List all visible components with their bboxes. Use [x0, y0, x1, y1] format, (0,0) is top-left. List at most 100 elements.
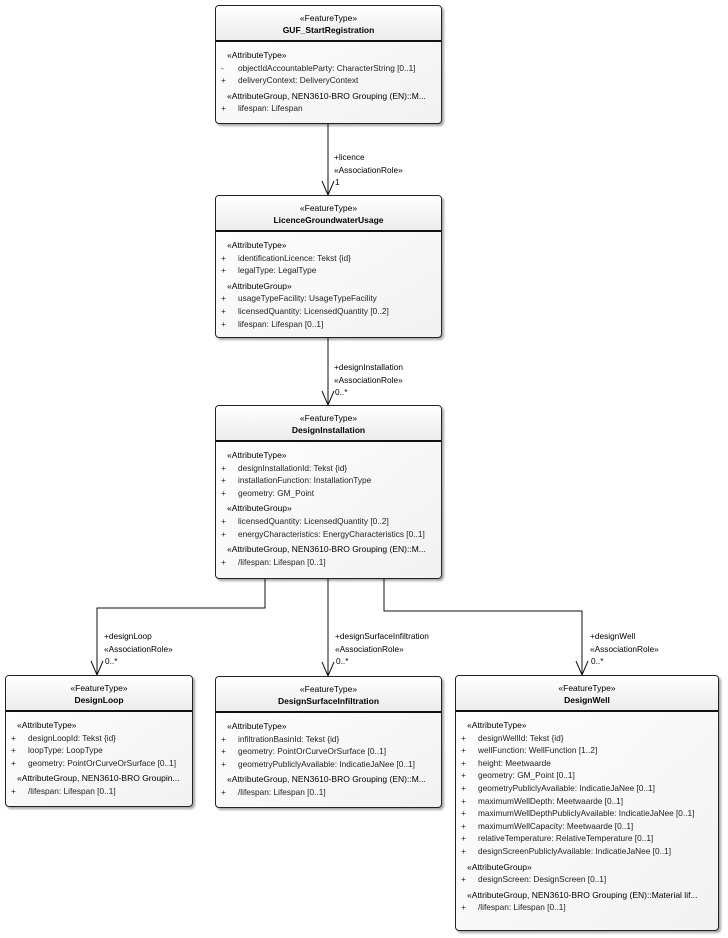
attribute-row[interactable]: + /lifespan: Lifespan [0..1]: [216, 786, 441, 799]
section-heading: «AttributeGroup»: [227, 280, 292, 291]
attribute-row[interactable]: +wellFunction: WellFunction [1..2]: [456, 744, 718, 757]
class-box-licencegroundwaterusage[interactable]: «FeatureType»LicenceGroundwaterUsage«Att…: [215, 195, 442, 338]
multiplicity-label: 0..*: [336, 656, 349, 667]
visibility-marker: +: [11, 785, 16, 796]
attribute-text: infiltrationBasinId: Tekst {id}: [238, 733, 340, 744]
visibility-marker: +: [221, 293, 226, 304]
visibility-marker: +: [461, 845, 466, 856]
visibility-marker: +: [221, 786, 226, 797]
attribute-row[interactable]: +/lifespan: Lifespan [0..1]: [216, 556, 441, 569]
attribute-text: designLoopId: Tekst {id}: [28, 732, 116, 743]
attribute-section: «AttributeType» -objectIdAccountableParty…: [216, 49, 441, 87]
attribute-row[interactable]: +designScreenPubliclyAvailable: Indicati…: [456, 845, 718, 858]
attribute-row[interactable]: +energyCharacteristics: EnergyCharacteri…: [216, 528, 441, 541]
section-heading: «AttributeGroup, NEN3610-BRO Grouping (E…: [467, 889, 698, 900]
attribute-row[interactable]: +geometry: GM_Point [0..1]: [456, 769, 718, 782]
association-line[interactable]: [383, 579, 583, 675]
attribute-text: geometry: PointOrCurveOrSurface [0..1]: [28, 757, 177, 768]
attribute-section: «AttributeGroup»+designScreen: DesignScr…: [456, 861, 718, 886]
attribute-row[interactable]: +identificationLicence: Tekst {id}: [216, 252, 441, 265]
visibility-marker: +: [11, 757, 16, 768]
attribute-row[interactable]: + /lifespan: Lifespan [0..1]: [6, 785, 192, 798]
attribute-text: relativeTemperature: RelativeTemperature…: [478, 833, 654, 844]
attribute-text: geometry: GM_Point [0..1]: [478, 770, 575, 781]
attribute-section: «AttributeGroup, NEN3610-BRO Grouping (E…: [216, 543, 441, 568]
association-line[interactable]: [96, 579, 266, 675]
attribute-row[interactable]: +lifespan: Lifespan [0..1]: [216, 318, 441, 331]
visibility-marker: +: [461, 874, 466, 885]
class-box-designloop[interactable]: «FeatureType»DesignLoop«AttributeType»+d…: [5, 675, 193, 807]
attribute-row[interactable]: +designWellId: Tekst {id}: [456, 732, 718, 745]
visibility-marker: +: [221, 758, 226, 769]
association-stereotype-label: «AssociationRole»: [590, 643, 659, 654]
attribute-text: deliveryContext: DeliveryContext: [238, 75, 359, 86]
attribute-text: maximumWellDepth: Meetwaarde [0..1]: [478, 795, 624, 806]
visibility-marker: +: [221, 265, 226, 276]
attribute-row[interactable]: +designScreen: DesignScreen [0..1]: [456, 873, 718, 886]
association-stereotype-label: «AssociationRole»: [335, 643, 404, 654]
association-stereotype-label: «AssociationRole»: [104, 643, 173, 654]
attribute-section: «AttributeType»+designLoopId: Tekst {id}…: [6, 719, 192, 769]
attribute-text: geometry: PointOrCurveOrSurface [0..1]: [238, 746, 387, 757]
visibility-marker: +: [221, 305, 226, 316]
attribute-row[interactable]: +legalType: LegalType: [216, 264, 441, 277]
attribute-row[interactable]: +maximumWellDepthPubliclyAvailable: Indi…: [456, 807, 718, 820]
attribute-row[interactable]: +geometryPubliclyAvailable: IndicatieJaN…: [456, 782, 718, 795]
attribute-section: «AttributeGroup»+usageTypeFacility: Usag…: [216, 280, 441, 330]
section-heading: «AttributeType»: [227, 240, 287, 250]
class-box-designsurfaceinfiltration[interactable]: «FeatureType»DesignSurfaceInfiltration«A…: [215, 676, 442, 808]
attribute-row[interactable]: +maximumWellCapacity: Meetwaarde [0..1]: [456, 820, 718, 833]
attribute-row[interactable]: +geometry: PointOrCurveOrSurface [0..1]: [216, 745, 441, 758]
attribute-row[interactable]: + licensedQuantity: LicensedQuantity [0..…: [216, 305, 441, 318]
attribute-row[interactable]: +height: Meetwaarde: [456, 757, 718, 770]
attribute-row[interactable]: +geometry: GM_Point: [216, 487, 441, 500]
attribute-row[interactable]: +designInstallationId: Tekst {id}: [216, 462, 441, 475]
attribute-row[interactable]: +maximumWellDepth: Meetwaarde [0..1]: [456, 795, 718, 808]
attribute-row[interactable]: + infiltrationBasinId: Tekst {id}: [216, 733, 441, 746]
attribute-text: lifespan: Lifespan: [238, 103, 303, 114]
attribute-text: geometryPubliclyAvailable: IndicatieJaNe…: [238, 758, 415, 769]
multiplicity-label: 0..*: [335, 387, 348, 398]
attribute-row[interactable]: +installationFunction: InstallationType: [216, 474, 441, 487]
class-box-designwell[interactable]: «FeatureType»DesignWell«AttributeType»+d…: [455, 675, 719, 931]
section-heading: «AttributeGroup»: [227, 503, 292, 514]
attribute-text: /lifespan: Lifespan [0..1]: [28, 785, 116, 796]
association-role-label: +designInstallation: [334, 362, 403, 372]
attribute-row[interactable]: +licensedQuantity: LicensedQuantity [0..…: [216, 515, 441, 528]
class-name: DesignLoop: [74, 695, 124, 705]
class-stereotype: «FeatureType»: [299, 203, 358, 213]
attribute-section: «AttributeType» +designInstallationId: Te…: [216, 449, 441, 499]
attribute-text: loopType: LoopType: [28, 745, 103, 756]
visibility-marker: +: [221, 462, 226, 473]
visibility-marker: +: [221, 733, 226, 744]
section-heading: «AttributeType»: [227, 50, 287, 60]
attribute-row[interactable]: + deliveryContext: DeliveryContext: [216, 74, 441, 87]
attribute-row[interactable]: +usageTypeFacility: UsageTypeFacility: [216, 292, 441, 305]
class-box-designinstallation[interactable]: «FeatureType»DesignInstallation«Attribut…: [215, 405, 442, 579]
class-attributes: «AttributeType» +designInstallationId: Te…: [216, 442, 441, 568]
attribute-row[interactable]: + geometry: PointOrCurveOrSurface [0..1]: [6, 757, 192, 770]
visibility-marker: +: [221, 103, 226, 114]
attribute-text: /lifespan: Lifespan [0..1]: [238, 556, 326, 567]
class-header: «FeatureType»DesignWell: [456, 676, 718, 712]
attribute-section: «AttributeGroup, NEN3610-BRO Grouping (E…: [456, 889, 718, 914]
attribute-row[interactable]: -objectIdAccountableParty: CharacterStri…: [216, 62, 441, 75]
attribute-row[interactable]: + lifespan: Lifespan: [216, 102, 441, 115]
attribute-text: /lifespan: Lifespan [0..1]: [238, 786, 326, 797]
visibility-marker: +: [221, 318, 226, 329]
attribute-row[interactable]: +/lifespan: Lifespan [0..1]: [456, 901, 718, 914]
class-stereotype: «FeatureType»: [70, 683, 128, 693]
attribute-row[interactable]: +relativeTemperature: RelativeTemperatur…: [456, 832, 718, 845]
attribute-row[interactable]: + geometryPubliclyAvailable: IndicatieJaN…: [216, 758, 441, 771]
class-box-guf_startregistration[interactable]: «FeatureType»GUF_StartRegistration«Attri…: [215, 5, 442, 124]
visibility-marker: +: [221, 75, 226, 86]
section-heading: «AttributeGroup, NEN3610-BRO Grouping (E…: [227, 544, 426, 555]
multiplicity-label: 1: [335, 177, 340, 188]
attribute-text: licensedQuantity: LicensedQuantity [0..2…: [238, 305, 389, 316]
visibility-marker: +: [461, 902, 466, 913]
attribute-row[interactable]: +loopType: LoopType: [6, 744, 192, 757]
attribute-text: licensedQuantity: LicensedQuantity [0..2…: [238, 515, 389, 526]
attribute-row[interactable]: +designLoopId: Tekst {id}: [6, 732, 192, 745]
association-role-label: +licence: [334, 152, 365, 162]
section-heading: «AttributeType»: [227, 450, 287, 460]
